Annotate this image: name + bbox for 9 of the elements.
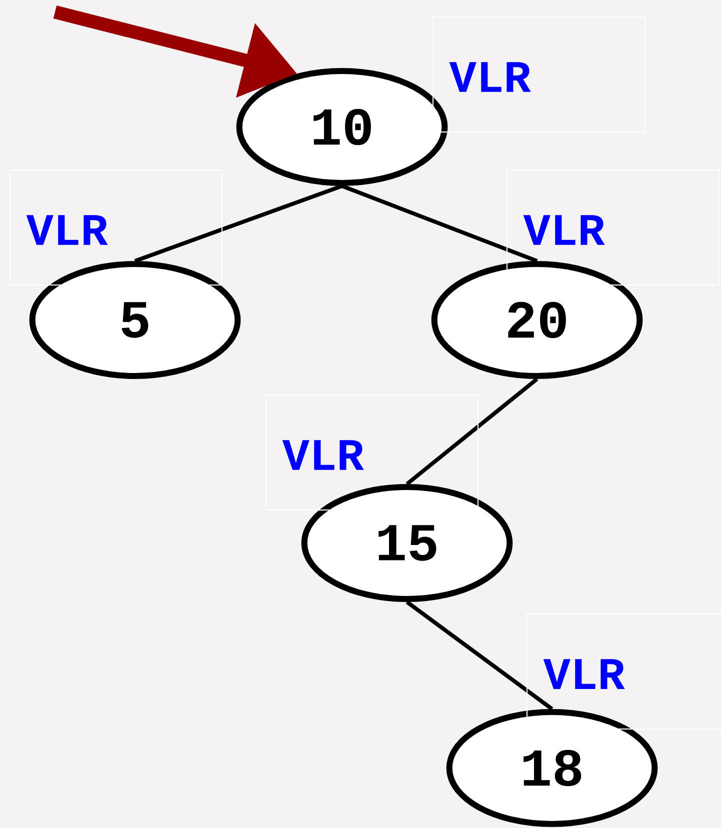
order-label: VLR <box>449 62 531 92</box>
tree-edge <box>134 184 343 263</box>
tree-edge <box>406 600 554 711</box>
order-label: VLR <box>543 659 625 689</box>
order-label: VLR <box>26 215 108 245</box>
order-label: VLR <box>523 215 605 245</box>
tree-edge <box>406 377 538 486</box>
order-label: VLR <box>282 440 364 470</box>
tree-edge <box>341 184 538 263</box>
